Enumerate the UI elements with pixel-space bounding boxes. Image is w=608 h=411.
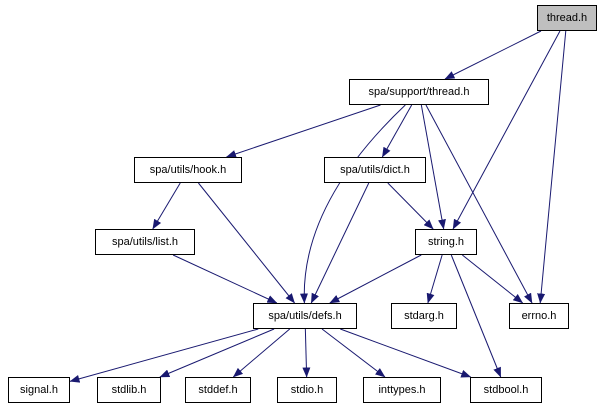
edge-thread-to-errno (537, 30, 567, 304)
graph-node-label: string.h (427, 235, 465, 248)
graph-node-label: spa/utils/defs.h (268, 309, 342, 322)
graph-node-label: signal.h (20, 383, 58, 396)
graph-node-stdbool[interactable]: stdbool.h (470, 377, 542, 403)
graph-node-label: inttypes.h (378, 383, 426, 396)
graph-node-label: stddef.h (198, 383, 238, 396)
graph-node-label: spa/utils/list.h (111, 235, 179, 248)
graph-node-dict[interactable]: spa/utils/dict.h (324, 157, 426, 183)
graph-node-stdarg[interactable]: stdarg.h (391, 303, 457, 329)
graph-node-label: stdarg.h (404, 309, 444, 322)
edge-string-to-stdbool (450, 254, 502, 378)
graph-node-string[interactable]: string.h (415, 229, 477, 255)
graph-node-errno[interactable]: errno.h (509, 303, 569, 329)
edge-spa_support_thread-to-dict (381, 104, 413, 158)
graph-node-label: errno.h (521, 309, 557, 322)
graph-node-stddef[interactable]: stddef.h (185, 377, 251, 403)
graph-node-list[interactable]: spa/utils/list.h (95, 229, 195, 255)
edge-string-to-stdarg (426, 254, 443, 304)
edge-dict-to-string (387, 182, 434, 230)
graph-node-label: stdbool.h (483, 383, 529, 396)
edge-thread-to-spa_support_thread (444, 30, 542, 80)
edge-spa_support_thread-to-string (420, 104, 446, 230)
edge-spa_support_thread-to-hook (226, 104, 381, 158)
edge-defs-to-stdlib (159, 328, 275, 378)
graph-node-hook[interactable]: spa/utils/hook.h (134, 157, 242, 183)
edge-dict-to-defs (310, 182, 370, 304)
graph-node-label: spa/utils/dict.h (340, 163, 410, 176)
graph-node-label: stdlib.h (111, 383, 147, 396)
edge-defs-to-stdio (302, 328, 311, 378)
graph-node-label: spa/support/thread.h (368, 85, 470, 98)
graph-node-label: stdio.h (290, 383, 324, 396)
graph-node-label: spa/utils/hook.h (149, 163, 227, 176)
edge-defs-to-signal (69, 328, 259, 383)
edge-hook-to-defs (198, 182, 295, 304)
edge-string-to-defs (329, 254, 422, 304)
graph-node-defs[interactable]: spa/utils/defs.h (253, 303, 357, 329)
graph-node-thread: thread.h (537, 5, 597, 31)
edge-spa_support_thread-to-errno (425, 104, 533, 304)
edge-thread-to-string (452, 30, 561, 230)
graph-node-stdio[interactable]: stdio.h (277, 377, 337, 403)
edge-string-to-errno (462, 254, 524, 304)
edge-hook-to-list (152, 182, 181, 230)
graph-node-label: thread.h (546, 11, 588, 24)
graph-node-stdlib[interactable]: stdlib.h (97, 377, 161, 403)
edge-defs-to-inttypes (321, 328, 386, 378)
edge-defs-to-stdbool (340, 328, 472, 378)
graph-node-signal[interactable]: signal.h (8, 377, 70, 403)
edge-spa_support_thread-to-defs (299, 104, 406, 304)
graph-node-inttypes[interactable]: inttypes.h (363, 377, 441, 403)
graph-node-spa_support_thread[interactable]: spa/support/thread.h (349, 79, 489, 105)
edge-defs-to-stddef (232, 328, 291, 378)
edge-list-to-defs (172, 254, 278, 304)
